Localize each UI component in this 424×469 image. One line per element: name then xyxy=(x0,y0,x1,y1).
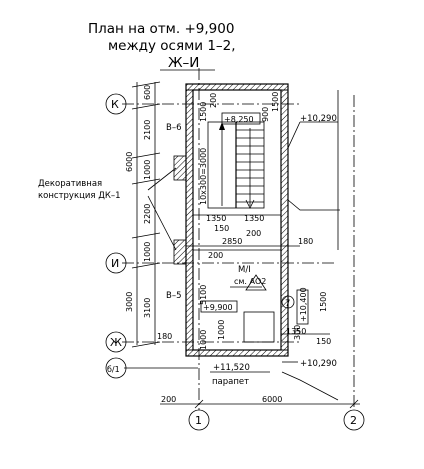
axis-label-k: К xyxy=(111,98,119,111)
axis-bubble-k xyxy=(105,93,127,115)
wall-fill-left xyxy=(185,89,194,351)
hdim-1350c: 1350 xyxy=(286,327,306,336)
vertical-dim-300: 300 xyxy=(293,325,302,340)
level-box-inner-mid xyxy=(200,300,238,313)
ao2-triangle xyxy=(245,274,267,291)
title-line-1: План на отм. +9,900 xyxy=(88,21,234,37)
vertical-dim-1000d: 1000 xyxy=(199,330,208,350)
dim-2100: 2100 xyxy=(143,120,152,140)
mark-7-circle xyxy=(281,295,295,309)
dim-6000: 6000 xyxy=(125,152,134,172)
hdim-1350b: 1350 xyxy=(244,214,264,223)
vertical-dim-1500b: 1500 xyxy=(271,92,280,112)
level-box-inner-top xyxy=(221,112,261,125)
hdim-180: 180 xyxy=(298,237,313,246)
axis-bubble-1 xyxy=(188,409,210,431)
label-b5: В–5 xyxy=(166,291,182,301)
axis-label-i: И xyxy=(111,257,119,270)
mark-7: 7 xyxy=(285,299,290,309)
level-parapet: +11,520 xyxy=(213,363,250,373)
hdim-150: 150 xyxy=(214,224,229,233)
dim-180-left: 180 xyxy=(157,332,172,341)
bottom-dim-tick-1 xyxy=(194,399,204,409)
bottom-dim-tick-2 xyxy=(349,399,359,409)
decor-block-upper xyxy=(173,155,187,181)
vertical-dim-200: 200 xyxy=(209,93,218,108)
decor-block-lower xyxy=(173,239,187,265)
dim-1000b: 1000 xyxy=(143,242,152,262)
hdim-6000: 6000 xyxy=(262,395,282,404)
vertical-dim-1500: 1500 xyxy=(199,102,208,122)
wall-outer xyxy=(185,83,289,357)
inner-elevator-box xyxy=(243,311,275,343)
axis-label-zh-sub: б/1 xyxy=(107,365,120,374)
level-inner-top: +8,250 xyxy=(224,115,254,124)
dim-1000a: 1000 xyxy=(143,160,152,180)
label-b6: В–6 xyxy=(166,123,182,133)
label-parapet: парапет xyxy=(212,377,249,387)
decor-leader-2 xyxy=(147,195,177,251)
leader-top-right xyxy=(287,121,301,149)
level-bottom-right: +10,290 xyxy=(300,359,337,369)
dim-600: 600 xyxy=(143,85,152,100)
title-line-3: Ж–И xyxy=(168,55,199,71)
vertical-dim-5100: 5100 xyxy=(199,285,208,305)
wall-fill-right xyxy=(280,89,289,351)
wall-fill-bottom xyxy=(185,349,289,357)
label-sm-ao2: см. АО2 xyxy=(234,277,266,286)
dim-2200: 2200 xyxy=(143,204,152,224)
axis-bubble-zh xyxy=(105,331,127,353)
axis-bubble-i xyxy=(105,252,127,274)
dim-3000: 3000 xyxy=(125,292,134,312)
axis-label-zh: Ж xyxy=(110,336,122,349)
roof-outline-lower xyxy=(281,371,339,401)
left-dim-ticks xyxy=(131,81,161,348)
hdim-2850: 2850 xyxy=(222,237,242,246)
axis-label-1: 1 xyxy=(195,414,202,427)
level-inner-mid: +9,900 xyxy=(203,303,233,312)
stair-arrow-head-down xyxy=(245,199,255,209)
vertical-dim-1000c: 1000 xyxy=(217,320,226,340)
level-top-right: +10,290 xyxy=(300,114,337,124)
hdim-200c: 200 xyxy=(161,395,176,404)
axis-bubble-2 xyxy=(343,409,365,431)
roof-outline-right xyxy=(287,199,340,211)
axis-label-2: 2 xyxy=(350,414,357,427)
decor-label-2: конструкция ДК–1 xyxy=(38,191,121,201)
vertical-dim-1500r: 1500 xyxy=(319,292,328,312)
level-inner-right: +10,400 xyxy=(299,287,308,322)
stair-arrow-head xyxy=(219,122,225,130)
dim-3100: 3100 xyxy=(143,298,152,318)
vertical-dim-10x300: 10x300=3000 xyxy=(199,148,208,205)
decor-leader-1 xyxy=(147,167,177,191)
decor-label-1: Декоративная xyxy=(38,179,102,189)
title-line-2: между осями 1–2, xyxy=(108,38,236,54)
label-mp: М/I xyxy=(238,265,251,275)
hdim-200a: 200 xyxy=(246,229,261,238)
level-box-inner-right xyxy=(296,289,309,325)
vertical-dim-900: 900 xyxy=(261,107,270,122)
hdim-150b: 150 xyxy=(316,337,331,346)
wall-fill-top xyxy=(185,83,289,91)
hdim-1350a: 1350 xyxy=(206,214,226,223)
hdim-200b: 200 xyxy=(208,251,223,260)
